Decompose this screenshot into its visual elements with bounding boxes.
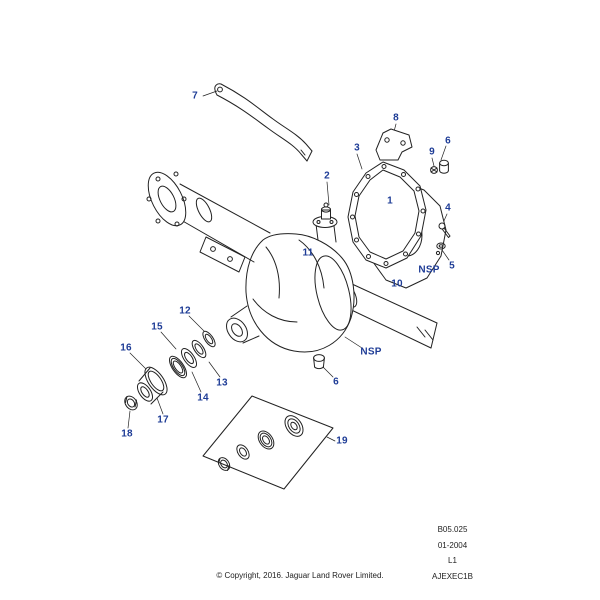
callout-5: 5: [449, 260, 455, 272]
callout-8: 8: [393, 112, 399, 124]
cover-gasket-part: [347, 161, 427, 269]
doc-ref-level: L1: [448, 556, 457, 565]
callout-nsp-cover: NSP: [418, 264, 440, 276]
small-bracket-part: [375, 128, 413, 161]
diff-housing: [226, 202, 355, 353]
callout-13: 13: [216, 377, 228, 389]
callout-4: 4: [445, 202, 451, 214]
left-axle-tube-flange: [146, 171, 271, 273]
plug-bush-part: [313, 354, 325, 370]
callout-9: 9: [429, 146, 435, 158]
callout-6-bottom: 6: [333, 376, 339, 388]
callout-15: 15: [151, 321, 163, 333]
callout-11: 11: [302, 247, 314, 259]
doc-reference-block: B05.025 01-2004 L1 AJEXEC1B: [405, 522, 500, 584]
callout-nsp-tube: NSP: [360, 346, 382, 358]
callout-3: 3: [354, 142, 360, 154]
doc-ref-date: 01-2004: [437, 540, 468, 550]
callout-7: 7: [192, 90, 198, 102]
pinion-seal-parts: [124, 330, 216, 411]
callout-19: 19: [336, 435, 348, 447]
callout-2: 2: [324, 170, 330, 182]
copyright-text: © Copyright, 2016. Jaguar Land Rover Lim…: [216, 571, 384, 580]
callout-6-top: 6: [445, 135, 451, 147]
seal-kit-box: [202, 395, 334, 490]
callout-1: 1: [387, 195, 393, 207]
callout-10: 10: [391, 278, 403, 290]
callout-12: 12: [179, 305, 191, 317]
bracket-strap-part: [214, 83, 313, 162]
callout-16: 16: [120, 342, 132, 354]
doc-ref-code: AJEXEC1B: [432, 571, 473, 581]
callout-14: 14: [197, 392, 209, 404]
doc-ref-figure-number: B05.025: [437, 525, 468, 534]
callout-17: 17: [157, 414, 169, 426]
fastener-parts: [430, 159, 451, 256]
callout-18: 18: [121, 428, 133, 440]
